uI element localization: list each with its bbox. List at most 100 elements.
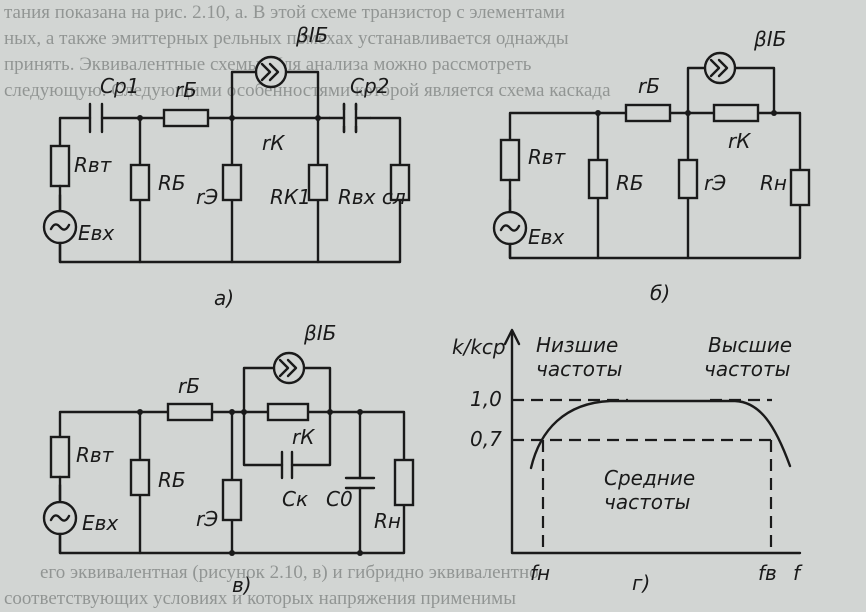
- bg-text-line-1: тания показана на рис. 2.10, а. В этой с…: [4, 2, 565, 23]
- circuit-b-source-loop: [686, 66, 776, 115]
- circuit-a: Cр1 rБ βIБ Cр2 rК Rвт RБ rЭ RК1 Rвх сл E…: [42, 23, 411, 310]
- rb-shunt-resistor: [129, 458, 151, 497]
- low-freq-label-line1: Низшие: [536, 333, 618, 357]
- label-re: rЭ: [196, 507, 218, 531]
- label-rb-series: rБ: [178, 374, 200, 398]
- label-rn: Rн: [374, 509, 401, 533]
- node-dot: [315, 115, 321, 121]
- node-dot: [357, 409, 363, 415]
- mid-freq-label-line1: Средние: [604, 466, 695, 490]
- rb-series-resistor: [162, 108, 210, 128]
- re-resistor: [221, 163, 243, 202]
- caption-a: а): [214, 286, 234, 310]
- caption-c: в): [232, 573, 252, 597]
- circuit-c-wires: [58, 410, 406, 555]
- label-re: rЭ: [704, 171, 726, 195]
- label-cp2: Cр2: [350, 74, 389, 98]
- node-dot: [137, 409, 143, 415]
- label-c0: C0: [326, 487, 353, 511]
- rn-resistor: [393, 458, 415, 507]
- graph-axes: [510, 330, 802, 555]
- rn-resistor: [789, 168, 811, 207]
- sine-icon: [499, 224, 521, 232]
- caption-b: б): [650, 281, 670, 305]
- frequency-response-curve: [529, 399, 792, 470]
- label-rb-series: rБ: [175, 78, 197, 102]
- rk1-resistor: [307, 163, 329, 202]
- label-rk1: RК1: [270, 185, 311, 209]
- circuit-b: rБ βIБ rК Rвт RБ rЭ Rн Eвх б): [492, 27, 811, 305]
- tick-label-fv: fв: [758, 561, 777, 585]
- bg-text-line-6: соответствующих условиях и которых напря…: [4, 588, 516, 609]
- label-rk: rК: [728, 129, 751, 153]
- rb-series-resistor: [166, 402, 214, 422]
- rb-shunt-resistor: [587, 158, 609, 200]
- label-beta-ib: βIБ: [303, 321, 336, 345]
- circuit-a-shunt-wires: [138, 116, 320, 264]
- rvt-resistor: [499, 138, 521, 182]
- circuit-b-shunt-wires: [596, 111, 690, 260]
- low-freq-label-line2: частоты: [536, 357, 622, 381]
- background-text: тания показана на рис. 2.10, а. В этой с…: [4, 2, 611, 609]
- rb-series-resistor: [624, 103, 672, 123]
- node-dot: [771, 110, 777, 116]
- caption-d: г): [632, 571, 650, 595]
- re-resistor: [677, 158, 699, 200]
- label-evx: Eвх: [78, 221, 114, 245]
- rvxsl-resistor: [389, 163, 411, 202]
- node-dot: [595, 110, 601, 116]
- label-evx: Eвх: [82, 511, 118, 535]
- node-dot: [229, 115, 235, 121]
- rb-shunt-resistor: [129, 163, 151, 202]
- y-axis-arrow-icon: [503, 328, 521, 346]
- x-axis-label: f: [793, 561, 803, 585]
- bg-text-line-2: ных, а также эмиттерных рельных помехах …: [4, 28, 569, 49]
- current-arrow-icon: [278, 358, 298, 378]
- label-rvt: Rвт: [74, 153, 113, 177]
- circuit-c-ck-loop: [242, 410, 332, 467]
- label-rvxsl: Rвх сл: [338, 185, 406, 209]
- rk-resistor: [712, 103, 760, 123]
- node-dot: [327, 409, 333, 415]
- label-re: rЭ: [196, 185, 218, 209]
- tick-label-0-7: 0,7: [470, 427, 502, 451]
- circuit-c: βIБ rБ rК Rвт RБ rЭ Cк C0 Rн Eвх в): [42, 321, 415, 597]
- rvt-resistor: [49, 144, 71, 188]
- label-ck: Cк: [282, 487, 308, 511]
- label-rk: rК: [262, 131, 285, 155]
- label-cp1: Cр1: [100, 74, 139, 98]
- label-beta-ib: βIБ: [753, 27, 786, 51]
- label-rvt: Rвт: [528, 145, 567, 169]
- label-rvt: Rвт: [76, 443, 115, 467]
- bg-text-line-4: следующую. Следующими особенностями кото…: [4, 80, 611, 101]
- label-rk: rК: [292, 425, 315, 449]
- tick-label-1-0: 1,0: [470, 387, 502, 411]
- mid-freq-label-line2: частоты: [604, 490, 690, 514]
- high-freq-label-line2: частоты: [704, 357, 790, 381]
- circuit-a-wires: [58, 116, 402, 264]
- rvt-resistor: [49, 435, 71, 479]
- label-rb-series: rБ: [638, 74, 660, 98]
- label-rn: Rн: [760, 171, 787, 195]
- node-dot: [241, 409, 247, 415]
- rk-resistor: [266, 402, 310, 422]
- sine-icon: [49, 514, 71, 522]
- node-dot: [229, 409, 235, 415]
- re-resistor: [221, 478, 243, 522]
- current-arrow-icon: [260, 62, 280, 82]
- circuit-c-source-loop: [242, 366, 332, 414]
- node-dot: [137, 115, 143, 121]
- tick-label-fn: fн: [530, 561, 550, 585]
- cp2-gap: [330, 110, 370, 126]
- label-evx: Eвх: [528, 225, 564, 249]
- circuit-a-source-loop: [230, 70, 320, 120]
- label-rb-shunt: RБ: [158, 171, 186, 195]
- frequency-response-graph: k/kср f Низшие частоты Высшие частоты Ср…: [452, 328, 803, 595]
- label-rb-shunt: RБ: [616, 171, 644, 195]
- label-rb-shunt: RБ: [158, 468, 186, 492]
- high-freq-label-line1: Высшие: [708, 333, 792, 357]
- node-dot: [685, 110, 691, 116]
- y-axis-label: k/kср: [452, 335, 506, 359]
